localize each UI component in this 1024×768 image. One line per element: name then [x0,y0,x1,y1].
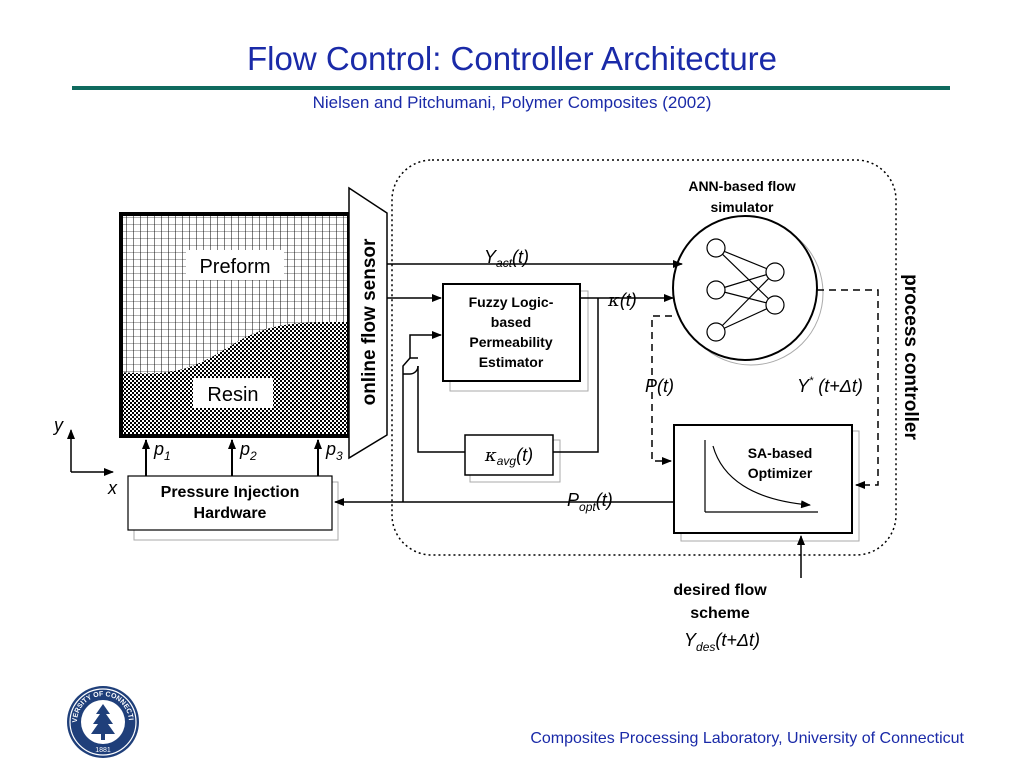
coordinate-axes [67,429,114,476]
p-t-label: P(t) [645,376,674,396]
y-act-label: Yact(t) [484,247,529,270]
resin-label-bg [193,378,273,408]
ann-flow-simulator [672,215,818,361]
university-seal-logo: UNIVERSITY OF CONNECTICUT 1881 [0,0,139,758]
fuzzy-label-1: Fuzzy Logic- [469,294,554,310]
fuzzy-logic-estimator [442,283,581,382]
dashed-connections [651,289,879,489]
pressure-injection-hardware [127,475,333,531]
fuzzy-label-2: based [491,314,531,330]
optimizer-label-1: SA-based [748,445,813,461]
optimizer-label-2: Optimizer [748,465,813,481]
svg-text:1881: 1881 [95,747,111,754]
process-controller-label: process controller [900,274,921,440]
p2-label: p2 [239,439,257,463]
p-opt-label: Popt(t) [567,490,613,514]
online-flow-sensor [348,186,388,460]
ann-label-1: ANN-based flow [688,178,795,194]
ann-label-2: simulator [710,199,774,215]
neural-network-icon [706,238,785,342]
desired-label-1: desired flow [673,582,767,599]
title-divider [72,86,950,90]
signal-connections [334,260,805,578]
p3-label: p3 [325,439,343,463]
desired-label-2: scheme [690,605,750,622]
svg-text:UNIVERSITY OF CONNECTICUT: UNIVERSITY OF CONNECTICUT [0,0,134,723]
hardware-label-1: Pressure Injection [161,484,300,501]
optimizer-curve-icon [704,440,818,513]
sensor-label: online flow sensor [359,238,380,405]
p1-label: p1 [153,439,171,463]
citation: Nielsen and Pitchumani, Polymer Composit… [312,93,712,112]
kappa-avg-label: κavg(t) [484,445,533,468]
preform-label: Preform [199,256,270,278]
y-des-label: Ydes(t+Δt) [684,630,760,654]
page-title: Flow Control: Controller Architecture [246,40,778,77]
resin-label: Resin [207,384,258,406]
axis-x-label: x [107,478,118,498]
preform-label-bg [186,250,284,280]
kappa-label: κ(t) [607,290,637,311]
sa-based-optimizer [673,424,853,534]
process-controller-boundary [391,159,897,556]
fuzzy-label-4: Estimator [479,354,544,370]
fuzzy-label-3: Permeability [469,334,552,350]
kappa-avg-box [464,434,554,476]
y-star-label: Y* (t+Δt) [797,375,863,396]
footer-credit: Composites Processing Laboratory, Univer… [530,730,964,747]
hardware-label-2: Hardware [194,505,267,522]
axis-y-label: y [52,415,64,435]
